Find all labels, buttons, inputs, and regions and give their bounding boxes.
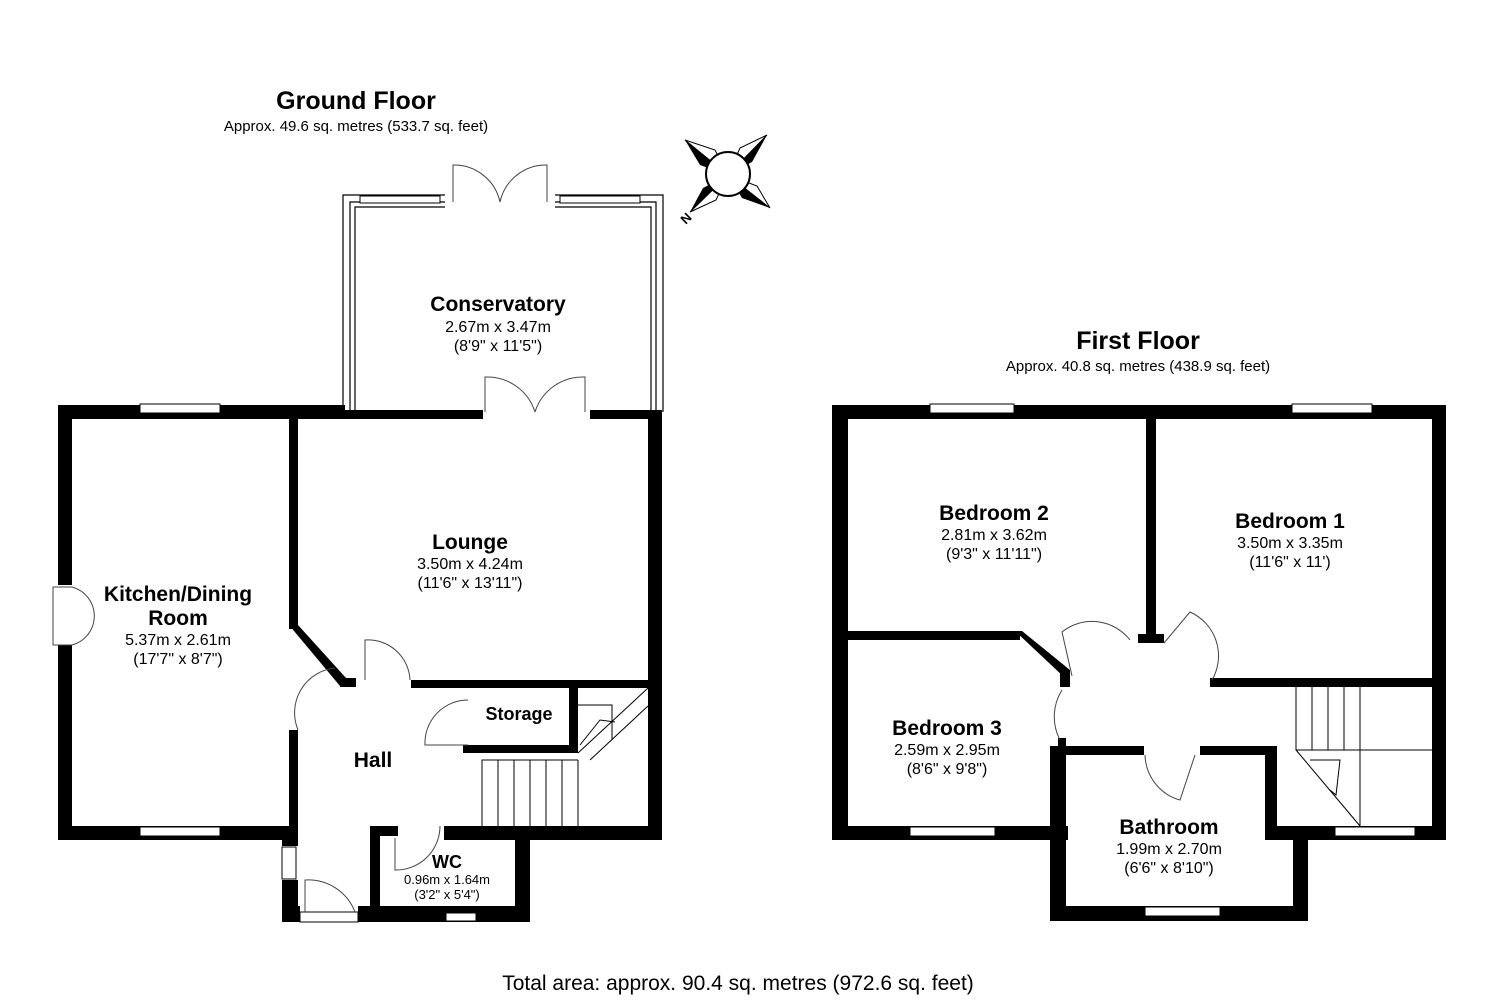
conservatory-label: Conservatory — [430, 293, 566, 316]
bedroom2-metric: 2.81m x 3.62m — [941, 527, 1047, 544]
bedroom3-metric: 2.59m x 2.95m — [894, 742, 1000, 759]
lounge-french-door-right — [534, 376, 586, 413]
kitchen-door — [294, 667, 336, 731]
wc-metric: 0.96m x 1.64m — [404, 872, 490, 887]
ground-floor-walls — [58, 405, 662, 922]
bedroom3-door — [1053, 689, 1063, 741]
wc-imperial: (3'2" x 5'4") — [414, 887, 480, 902]
front-door-frame — [299, 911, 359, 923]
conservatory-door — [452, 164, 501, 203]
kitchen-metric: 5.37m x 2.61m — [125, 632, 231, 649]
compass-icon: N — [677, 134, 771, 227]
lounge-french-door-left — [484, 376, 536, 413]
bedroom1-label: Bedroom 1 — [1235, 510, 1345, 533]
ground-floor-plan: Ground Floor Approx. 49.6 sq. metres (53… — [52, 87, 664, 923]
bedroom2-label: Bedroom 2 — [939, 502, 1049, 525]
storage-door — [424, 699, 469, 746]
kitchen-window-top — [139, 403, 221, 414]
bedroom2-door — [1061, 620, 1131, 677]
lounge-door — [364, 639, 411, 681]
compass-north-label: N — [677, 210, 694, 227]
conservatory-metric: 2.67m x 3.47m — [445, 319, 551, 336]
ground-floor-title: Ground Floor — [276, 87, 436, 115]
hall-label: Hall — [354, 749, 393, 772]
kitchen-imperial: (17'7" x 8'7") — [133, 651, 223, 668]
conservatory-walls — [342, 164, 664, 412]
kitchen-label-line1: Kitchen/Dining — [104, 583, 252, 606]
first-floor-title: First Floor — [1076, 327, 1200, 355]
total-area: Total area: approx. 90.4 sq. metres (972… — [502, 972, 974, 995]
conservatory-imperial: (8'9" x 11'5") — [454, 338, 542, 355]
lounge-metric: 3.50m x 4.24m — [417, 556, 523, 573]
landing-window — [1334, 826, 1416, 837]
kitchen-window-bottom — [139, 826, 221, 837]
first-floor-stairs — [1295, 687, 1432, 827]
bedroom3-window — [909, 826, 996, 837]
bathroom-door — [1144, 754, 1196, 801]
bathroom-imperial: (6'6" x 8'10") — [1124, 860, 1214, 877]
bathroom-metric: 1.99m x 2.70m — [1116, 841, 1222, 858]
first-floor-plan: First Floor Approx. 40.8 sq. metres (438… — [832, 327, 1446, 921]
wc-label: WC — [432, 852, 462, 872]
kitchen-label-line2: Room — [148, 607, 208, 630]
kitchen-side-door — [52, 586, 95, 646]
bedroom2-window — [929, 403, 1015, 414]
lounge-label: Lounge — [432, 531, 508, 554]
bedroom3-imperial: (8'6" x 9'8") — [907, 761, 988, 778]
bathroom-label: Bathroom — [1119, 816, 1218, 839]
bedroom3-label: Bedroom 3 — [892, 717, 1002, 740]
hall-side-window — [281, 846, 297, 880]
ground-stairs — [481, 687, 649, 826]
bedroom2-imperial: (9'3" x 11'11") — [946, 546, 1042, 563]
ground-floor-area: Approx. 49.6 sq. metres (533.7 sq. feet) — [224, 118, 488, 135]
storage-label: Storage — [485, 704, 552, 724]
bathroom-window — [1144, 906, 1221, 917]
lounge-imperial: (11'6" x 13'11") — [418, 575, 523, 592]
first-floor-area: Approx. 40.8 sq. metres (438.9 sq. feet) — [1006, 358, 1270, 375]
bedroom1-window — [1291, 403, 1373, 414]
bedroom1-imperial: (11'6" x 11') — [1249, 554, 1330, 571]
wc-window — [445, 912, 477, 922]
bedroom1-metric: 3.50m x 3.35m — [1237, 535, 1343, 552]
wc-door — [394, 825, 441, 871]
bedroom1-door — [1163, 611, 1219, 681]
front-door — [304, 879, 356, 913]
